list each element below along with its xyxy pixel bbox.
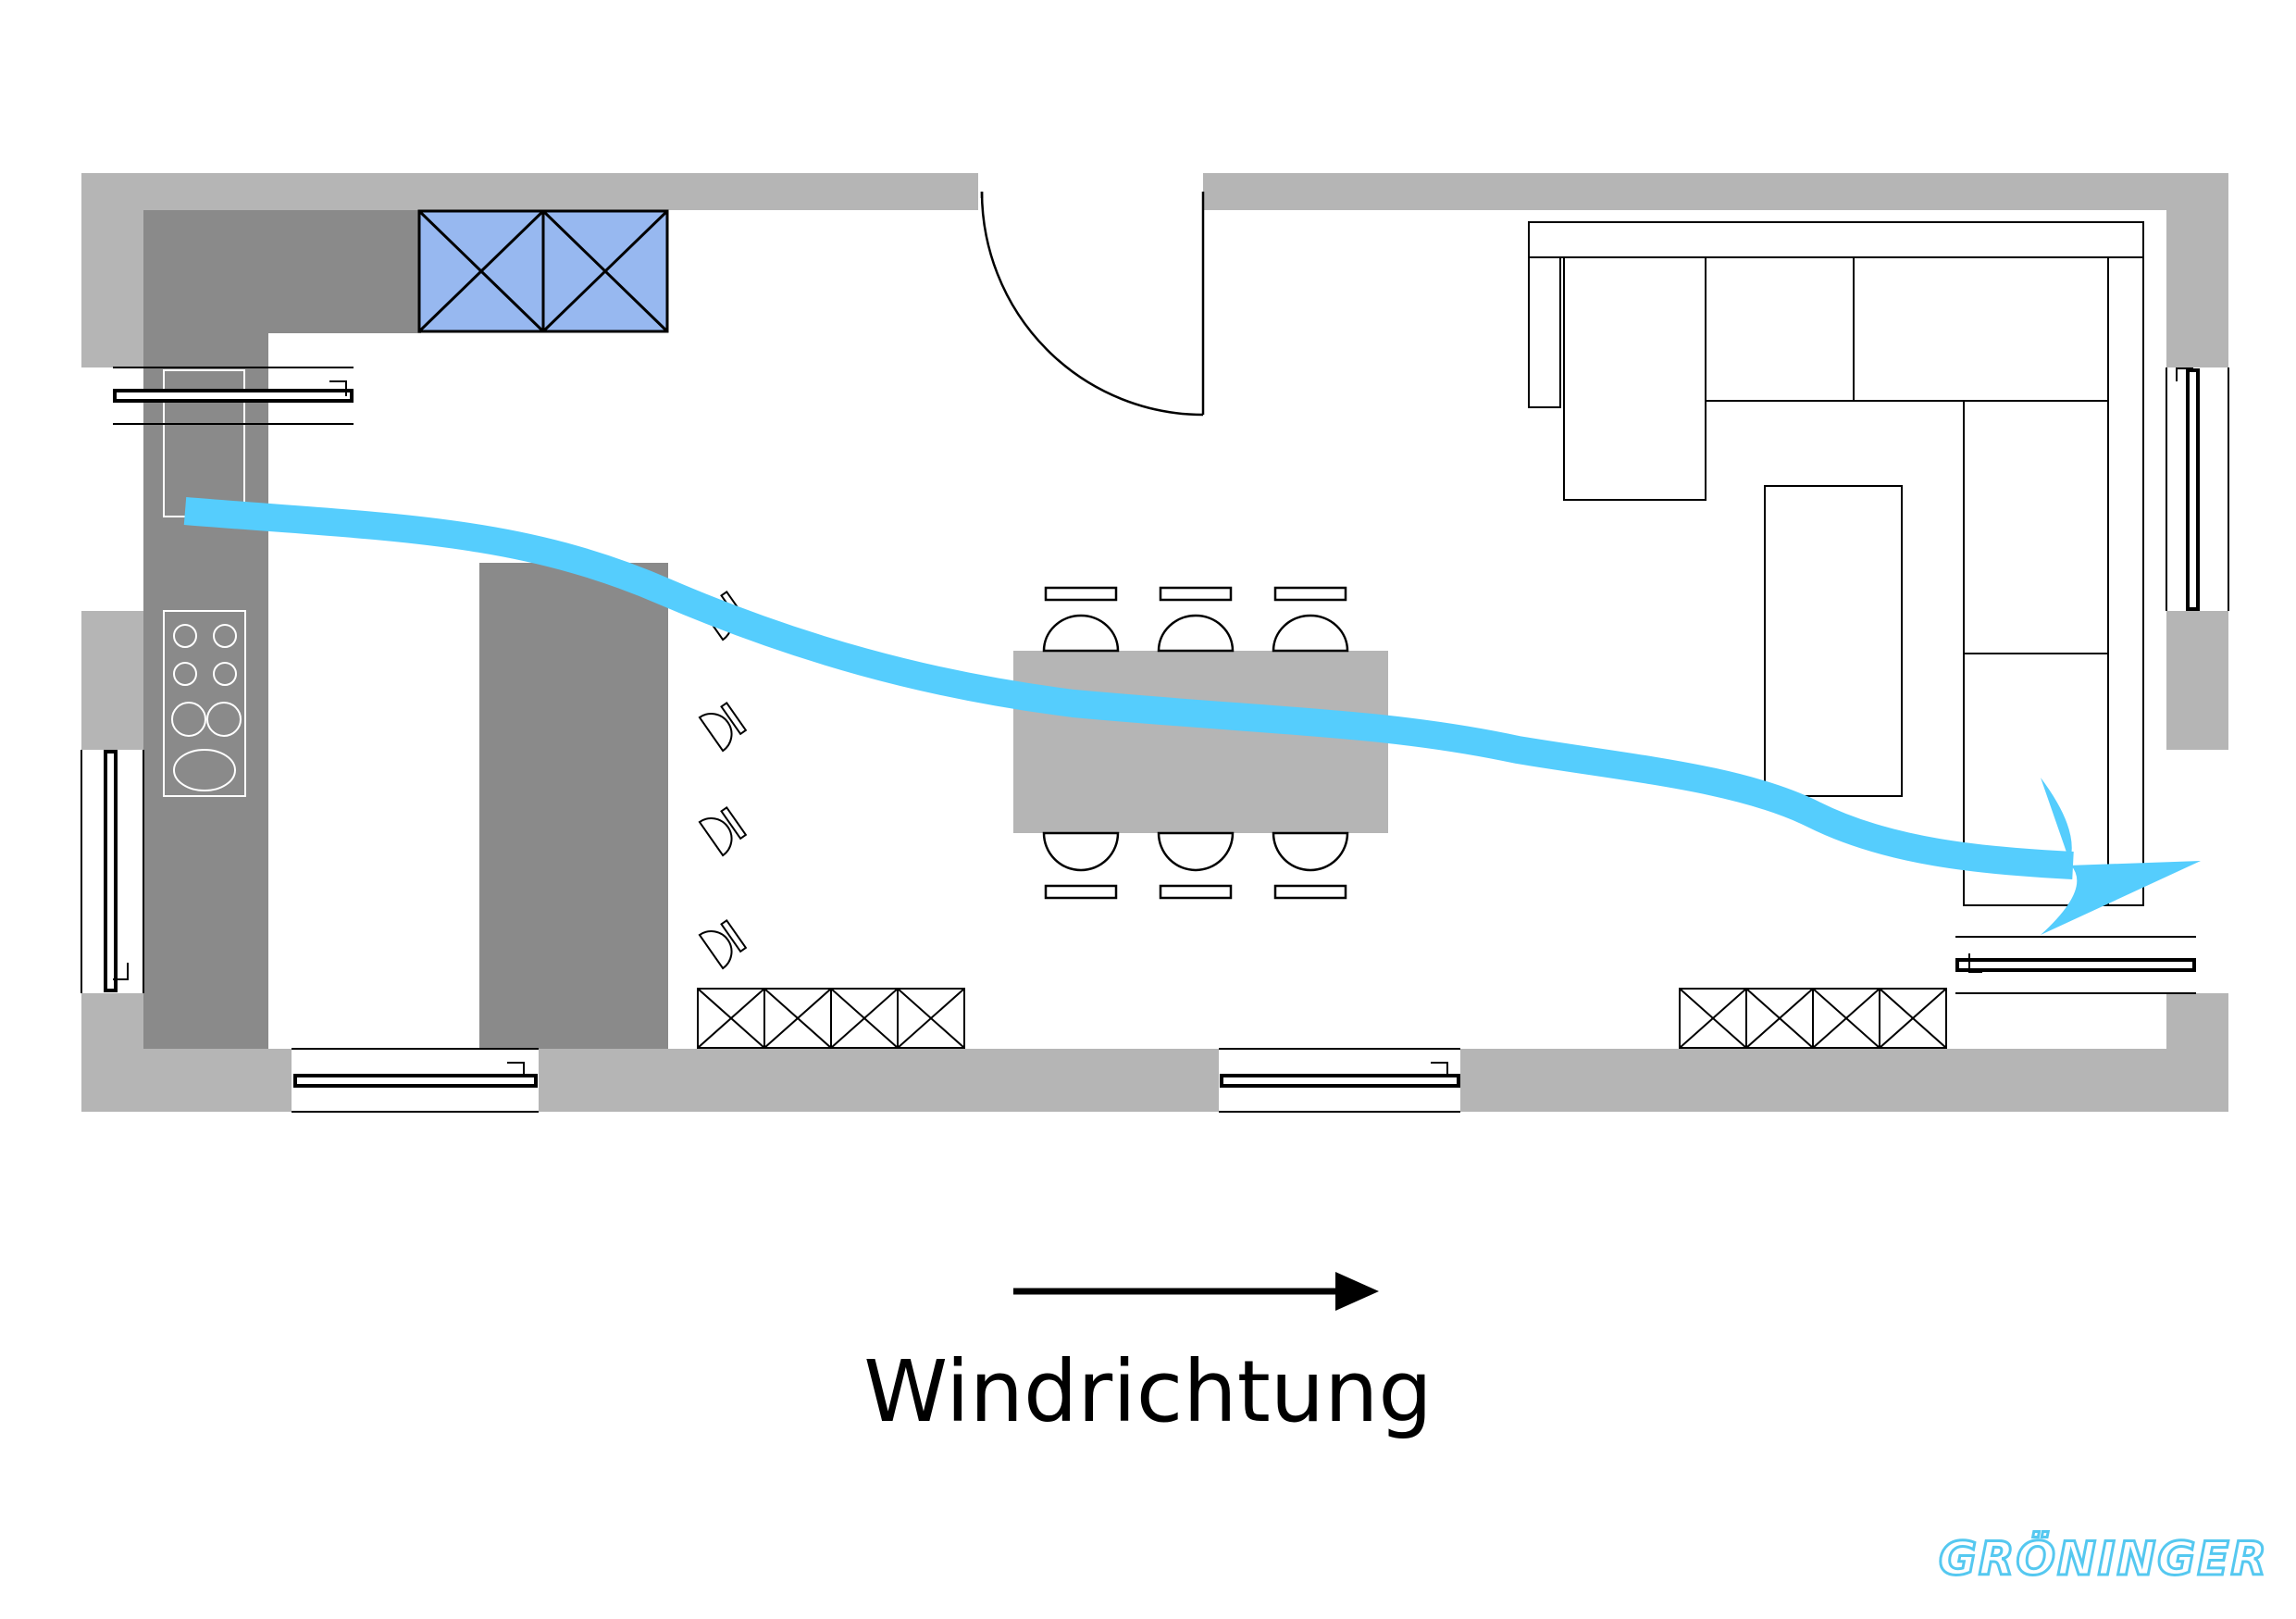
window-icon (81, 367, 2229, 1113)
cooktop-icon (163, 610, 246, 797)
kitchen (143, 210, 668, 1049)
sideboard-left (697, 988, 965, 1049)
kitchen-island (479, 563, 668, 1049)
coffee-table (1764, 485, 1903, 797)
brand-logo: GRÖNINGER (1937, 1531, 2268, 1588)
top-wall-left (81, 173, 978, 210)
chair-top-3 (1272, 586, 1349, 653)
window-top-left (113, 367, 354, 425)
counter-left (143, 210, 268, 1049)
sideboard-right (1679, 988, 1947, 1049)
bottom-wall-1 (143, 1049, 292, 1112)
corner-top-left (81, 173, 143, 367)
curved-airflow-arrow-icon (183, 497, 2201, 935)
sofa (1528, 221, 2144, 906)
top-wall-right (1203, 173, 2228, 210)
corner-bottom-right (2166, 993, 2228, 1112)
counter-top (268, 210, 421, 333)
right-wall-mid (2166, 611, 2228, 750)
chair-bottom-3 (1272, 831, 1349, 900)
chair-icon (1042, 586, 1349, 900)
chair-bottom-2 (1157, 831, 1235, 900)
wind-direction-label: Windrichtung (863, 1342, 1433, 1441)
window-bottom-2 (1219, 1048, 1460, 1113)
door-swing-icon (980, 191, 1205, 417)
chair-top-2 (1157, 586, 1235, 653)
dining-table (1013, 651, 1388, 833)
chair-bottom-1 (1042, 831, 1120, 900)
corner-top-right (2166, 173, 2228, 367)
bottom-wall-2 (539, 1049, 1219, 1112)
outer-walls (81, 173, 2228, 1112)
window-left (81, 750, 144, 993)
window-bottom-1 (292, 1048, 539, 1113)
wind-direction-arrow-icon (1013, 1272, 1379, 1311)
bottom-wall-3 (1460, 1049, 2168, 1112)
corner-bottom-left (81, 993, 143, 1112)
wall-cabinets (417, 209, 669, 333)
left-wall-mid (81, 611, 143, 750)
window-bottom-right (1955, 936, 2196, 994)
chair-top-1 (1042, 586, 1120, 653)
window-right (2166, 367, 2229, 611)
bar-stools (698, 590, 748, 970)
